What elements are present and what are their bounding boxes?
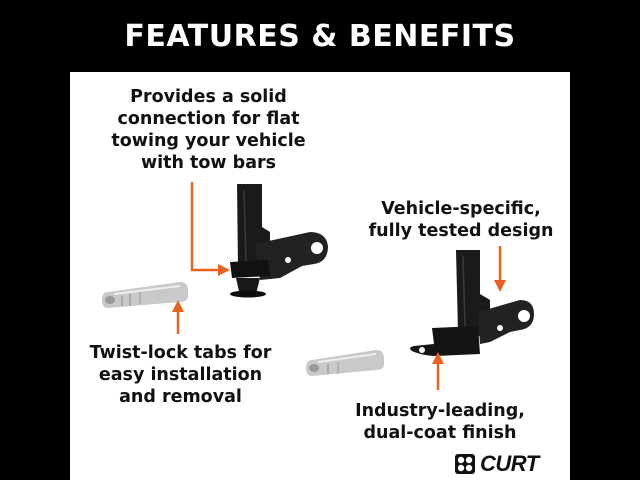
curt-emblem-icon bbox=[455, 454, 475, 474]
connection-arrow bbox=[190, 182, 220, 272]
caption-vehicle-specific-line-2: fully tested design bbox=[368, 221, 554, 241]
twist-lock-tab-bottom bbox=[306, 350, 384, 376]
tow-bar-bracket-bottom bbox=[410, 250, 534, 356]
caption-connection-line-3: towing your vehicle bbox=[111, 131, 306, 151]
arrowhead-finish bbox=[432, 352, 444, 364]
caption-connection-line-1: Provides a solid bbox=[130, 87, 287, 107]
caption-finish: Industry-leading, dual-coat finish bbox=[340, 400, 540, 444]
logo-wordmark: CURT bbox=[480, 451, 539, 476]
caption-vehicle-specific: Vehicle-specific, fully tested design bbox=[351, 198, 571, 242]
caption-connection-line-4: with tow bars bbox=[140, 153, 277, 173]
banner-title: FEATURES & BENEFITS bbox=[124, 18, 516, 54]
twist-lock-tab-top bbox=[102, 282, 188, 308]
content-panel: Provides a solid connection for flat tow… bbox=[70, 72, 570, 480]
tow-bar-bracket-top bbox=[230, 184, 328, 298]
caption-twist-lock-line-2: easy installation bbox=[98, 365, 263, 385]
arrowhead-twist-lock bbox=[172, 300, 184, 312]
arrowhead-connection bbox=[218, 264, 230, 276]
product-illustration bbox=[102, 182, 534, 390]
brand-logo: CURT bbox=[454, 451, 564, 476]
caption-twist-lock: Twist-lock tabs for easy installation an… bbox=[78, 342, 283, 408]
caption-vehicle-specific-line-1: Vehicle-specific, bbox=[381, 199, 541, 219]
caption-connection-line-2: connection for flat bbox=[117, 109, 300, 129]
caption-finish-line-2: dual-coat finish bbox=[363, 423, 517, 443]
caption-twist-lock-line-3: and removal bbox=[119, 387, 242, 407]
caption-connection: Provides a solid connection for flat tow… bbox=[86, 86, 331, 174]
caption-finish-line-1: Industry-leading, bbox=[355, 401, 525, 421]
header-banner: FEATURES & BENEFITS bbox=[70, 0, 570, 72]
callout-arrows bbox=[176, 182, 502, 390]
caption-twist-lock-line-1: Twist-lock tabs for bbox=[89, 343, 272, 363]
arrowhead-vehicle-specific bbox=[494, 280, 506, 292]
